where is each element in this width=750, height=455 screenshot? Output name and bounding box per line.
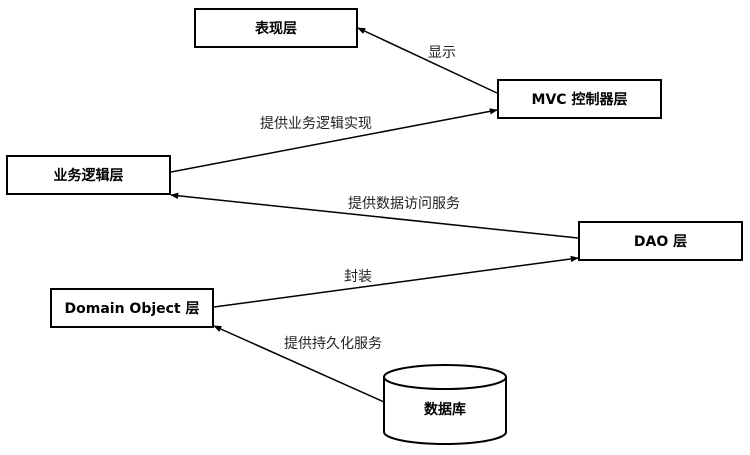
edge-label-display: 显示 — [428, 45, 456, 61]
edge-label-provide-business: 提供业务逻辑实现 — [260, 116, 372, 132]
node-presentation-label: 表现层 — [255, 21, 297, 37]
node-mvc-label: MVC 控制器层 — [531, 92, 628, 108]
node-domain-label: Domain Object 层 — [64, 301, 200, 317]
node-presentation-layer: 表现层 — [194, 8, 358, 48]
node-dao-layer: DAO 层 — [578, 221, 743, 261]
node-domain-object-layer: Domain Object 层 — [50, 288, 214, 328]
edge-provide-persistence — [213, 325, 385, 403]
node-database-label: 数据库 — [424, 402, 466, 418]
node-dao-label: DAO 层 — [633, 234, 688, 250]
edge-display — [357, 27, 498, 94]
edge-label-provide-data-access: 提供数据访问服务 — [348, 196, 460, 212]
database-cylinder — [383, 364, 507, 445]
edge-encapsulate — [213, 255, 579, 308]
edge-label-provide-persistence: 提供持久化服务 — [284, 336, 382, 352]
edge-label-encapsulate: 封装 — [344, 269, 372, 285]
node-mvc-controller-layer: MVC 控制器层 — [497, 79, 662, 119]
node-business-logic-layer: 业务逻辑层 — [6, 155, 171, 195]
edge-provide-business — [170, 108, 498, 173]
edge-provide-data-access — [170, 192, 579, 239]
node-business-label: 业务逻辑层 — [53, 168, 124, 184]
